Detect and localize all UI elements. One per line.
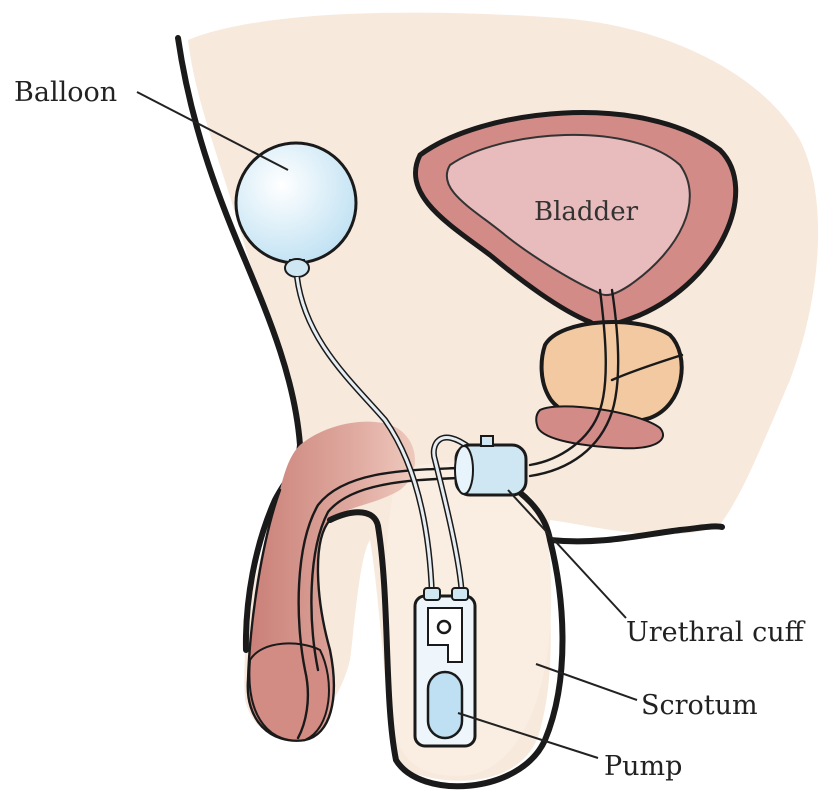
pump-release-button [438,621,450,633]
scrotum-leader [536,664,637,700]
balloon [236,143,356,263]
pump-label: Pump [604,751,682,782]
scrotum-label: Scrotum [641,690,758,721]
cuff-port [481,436,493,446]
urethral-cuff-label: Urethral cuff [626,617,806,648]
balloon-label: Balloon [14,77,117,108]
balloon-valve [285,259,309,277]
pump-bulb [428,672,462,738]
urethral-cuff-end [455,446,473,494]
pump-top-port-left [424,588,440,600]
bladder-label: Bladder [534,197,639,227]
pump-top-port-right [452,588,468,600]
